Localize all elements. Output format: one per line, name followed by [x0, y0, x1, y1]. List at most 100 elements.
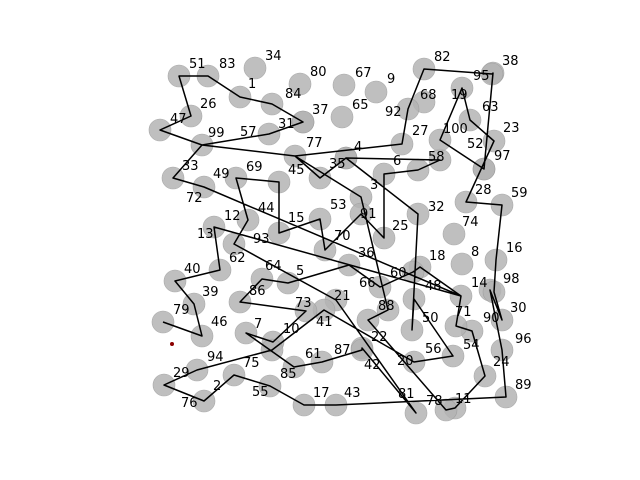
node-label-65: 65 [352, 98, 369, 113]
node-label-11: 11 [455, 392, 472, 407]
node-label-15: 15 [288, 211, 305, 226]
node-label-89: 89 [515, 378, 532, 393]
node-label-85: 85 [280, 367, 297, 382]
node-label-5: 5 [296, 264, 304, 279]
node-label-55: 55 [252, 385, 269, 400]
node-label-98: 98 [503, 272, 520, 287]
node-8 [450, 252, 474, 276]
node-74 [442, 222, 466, 246]
node-34 [243, 56, 267, 80]
node-label-25: 25 [392, 219, 409, 234]
node-label-71: 71 [455, 305, 472, 320]
node-label-32: 32 [428, 200, 445, 215]
node-9 [364, 80, 388, 104]
node-label-95: 95 [473, 69, 490, 84]
node-label-81: 81 [398, 387, 415, 402]
node-label-74: 74 [462, 215, 479, 230]
node-label-61: 61 [305, 347, 322, 362]
node-label-73: 73 [295, 296, 312, 311]
node-label-99: 99 [208, 126, 225, 141]
node-label-53: 53 [330, 198, 347, 213]
node-label-36: 36 [358, 246, 375, 261]
node-label-43: 43 [344, 386, 361, 401]
node-label-57: 57 [240, 125, 257, 140]
node-label-35: 35 [329, 157, 346, 172]
node-65 [330, 105, 354, 129]
node-label-86: 86 [249, 284, 266, 299]
node-label-37: 37 [312, 103, 329, 118]
node-label-80: 80 [310, 65, 327, 80]
node-label-75: 75 [243, 356, 260, 371]
node-label-60: 60 [390, 266, 407, 281]
node-label-45: 45 [288, 163, 305, 178]
node-label-91: 91 [360, 207, 377, 222]
node-label-33: 33 [182, 159, 199, 174]
node-label-51: 51 [189, 57, 206, 72]
node-label-44: 44 [258, 201, 275, 216]
node-label-21: 21 [334, 289, 351, 304]
node-label-77: 77 [306, 136, 323, 151]
node-label-18: 18 [429, 249, 446, 264]
start-marker [170, 342, 174, 346]
node-label-50: 50 [422, 311, 439, 326]
node-label-84: 84 [285, 87, 302, 102]
node-label-54: 54 [463, 338, 480, 353]
node-label-2: 2 [213, 379, 221, 394]
node-label-28: 28 [475, 183, 492, 198]
node-label-94: 94 [207, 350, 224, 365]
node-label-90: 90 [483, 311, 500, 326]
node-label-4: 4 [354, 140, 362, 155]
node-label-38: 38 [502, 54, 519, 69]
node-label-19: 19 [451, 88, 468, 103]
node-label-68: 68 [420, 88, 437, 103]
node-label-7: 7 [254, 317, 262, 332]
node-label-27: 27 [412, 124, 429, 139]
node-label-82: 82 [434, 50, 451, 65]
node-label-16: 16 [506, 241, 523, 256]
node-label-63: 63 [482, 100, 499, 115]
node-67 [332, 73, 356, 97]
node-label-8: 8 [471, 245, 479, 260]
node-label-69: 69 [246, 160, 263, 175]
node-label-79: 79 [173, 303, 190, 318]
node-label-6: 6 [393, 154, 401, 169]
node-label-31: 31 [278, 117, 295, 132]
node-label-62: 62 [229, 251, 246, 266]
node-label-72: 72 [186, 191, 203, 206]
node-label-14: 14 [471, 276, 488, 291]
node-label-92: 92 [385, 105, 402, 120]
node-label-1: 1 [248, 77, 256, 92]
node-label-66: 66 [359, 276, 376, 291]
node-label-96: 96 [515, 332, 532, 347]
route-path [159, 68, 507, 414]
node-label-93: 93 [253, 232, 270, 247]
node-label-97: 97 [494, 149, 511, 164]
node-label-29: 29 [173, 366, 190, 381]
node-label-70: 70 [334, 229, 351, 244]
node-label-24: 24 [493, 355, 510, 370]
node-label-67: 67 [355, 66, 372, 81]
node-label-59: 59 [511, 186, 528, 201]
node-label-42: 42 [364, 358, 381, 373]
node-label-47: 47 [170, 112, 187, 127]
node-80 [288, 72, 312, 96]
node-label-88: 88 [378, 299, 395, 314]
node-label-87: 87 [334, 343, 351, 358]
node-label-22: 22 [371, 330, 388, 345]
node-label-40: 40 [184, 262, 201, 277]
node-label-52: 52 [467, 137, 484, 152]
node-label-100: 100 [443, 122, 468, 137]
node-label-49: 49 [213, 167, 230, 182]
node-label-46: 46 [211, 315, 228, 330]
node-label-78: 78 [426, 394, 443, 409]
node-label-56: 56 [425, 342, 442, 357]
node-label-9: 9 [387, 72, 395, 87]
node-label-10: 10 [283, 322, 300, 337]
labels-layer: 1234567891011121314151617181920212223242… [170, 49, 532, 411]
node-label-13: 13 [197, 227, 214, 242]
node-label-17: 17 [313, 386, 330, 401]
node-label-41: 41 [316, 315, 333, 330]
node-label-76: 76 [181, 396, 198, 411]
node-label-48: 48 [425, 279, 442, 294]
node-label-34: 34 [265, 49, 282, 64]
